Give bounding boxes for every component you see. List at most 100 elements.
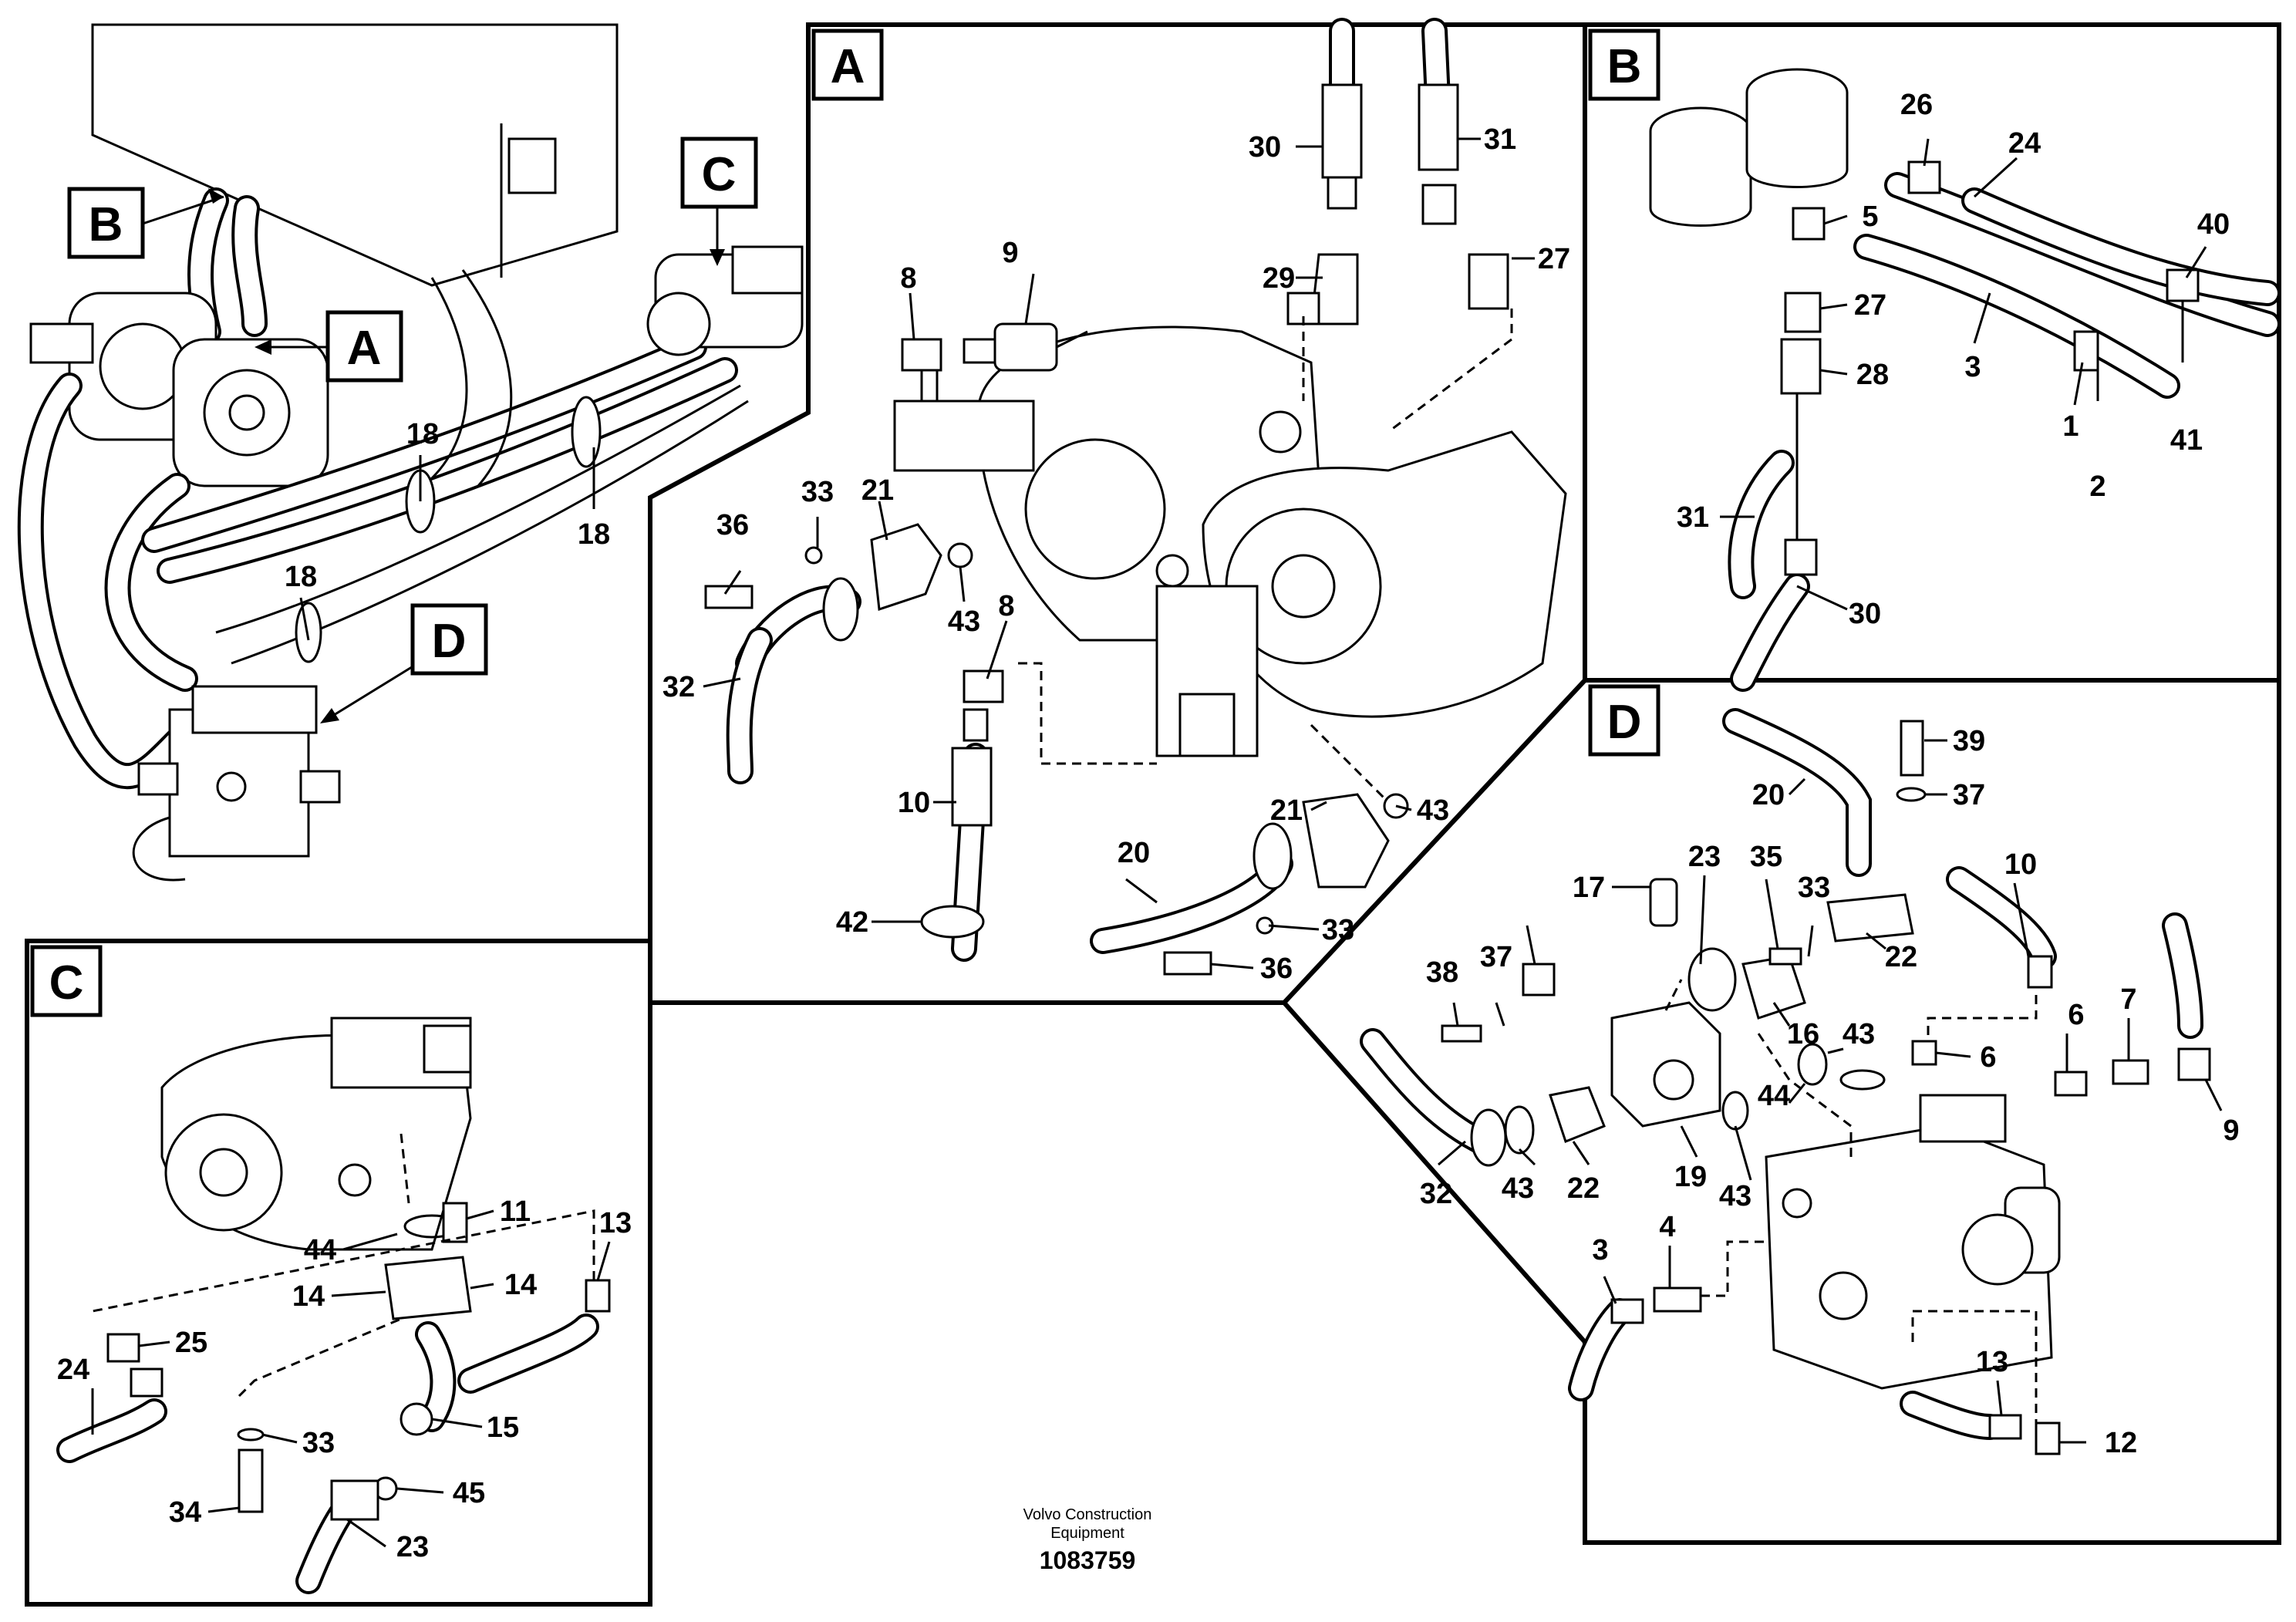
hydraulic-tank — [91, 23, 619, 287]
callout-label: 2 — [2089, 470, 2106, 503]
callout-label: 40 — [2197, 208, 2230, 241]
panel-d-callouts: 39 20 37 23 35 17 33 10 38 37 22 16 6 7 … — [1420, 725, 2240, 1459]
svg-text:A: A — [831, 40, 865, 93]
callout-label: 11 — [500, 1195, 531, 1228]
callout-label: 43 — [1719, 1180, 1752, 1212]
callout-label: 7 — [2120, 983, 2136, 1016]
callout-label: 43 — [1843, 1018, 1875, 1050]
callout-label: 10 — [2004, 848, 2037, 881]
panel-c-frame — [25, 939, 652, 1607]
callout-label: 43 — [1502, 1172, 1534, 1205]
tandem-pump — [893, 325, 1567, 757]
callout-label: 38 — [1426, 956, 1458, 989]
callout-label: 32 — [1420, 1178, 1452, 1210]
svg-text:C: C — [702, 148, 737, 201]
callout-label: 45 — [453, 1477, 485, 1509]
callout-label: 27 — [1854, 289, 1886, 322]
panel-a-illustration — [703, 18, 1567, 976]
callout-label: 24 — [2008, 127, 2041, 160]
callout-label: 15 — [487, 1411, 519, 1444]
callout-label: 3 — [1964, 351, 1981, 383]
svg-text:D: D — [1607, 696, 1642, 749]
callout-label: 25 — [175, 1327, 207, 1359]
overview-marker-c: C — [680, 137, 758, 209]
panel-d-illustration — [1360, 708, 2223, 1455]
callout-label: 14 — [504, 1269, 537, 1301]
callout-label: 39 — [1953, 725, 1985, 757]
callout-label: 20 — [1752, 779, 1785, 811]
callout-label: 42 — [836, 906, 868, 939]
callout-label: 18 — [406, 418, 439, 450]
callout-label: 41 — [2170, 424, 2203, 457]
callout-label: 31 — [1484, 123, 1516, 156]
callout-label: 33 — [302, 1427, 335, 1459]
callout-label: 19 — [1674, 1161, 1707, 1193]
panel-frames — [25, 22, 2281, 1607]
callout-label: 32 — [663, 671, 695, 703]
footer-brand-line2: Equipment — [1050, 1525, 1124, 1542]
panel-d-label: D — [1588, 684, 1660, 757]
panel-a-label: A — [811, 29, 884, 101]
svg-text:B: B — [1607, 40, 1642, 93]
panel-a-callouts: 30 31 9 8 29 27 33 21 36 43 8 32 10 21 4… — [663, 123, 1570, 985]
panel-b-label: B — [1588, 29, 1660, 101]
panel-b-callouts: 26 24 5 40 27 3 28 1 41 2 31 30 — [1677, 89, 2230, 630]
callout-label: 33 — [801, 476, 834, 508]
callout-label: 12 — [2105, 1427, 2137, 1459]
callout-label: 30 — [1249, 131, 1281, 164]
callout-label: 44 — [1758, 1080, 1790, 1112]
callout-label: 33 — [1322, 914, 1354, 946]
callout-label: 34 — [169, 1496, 201, 1529]
overview-callouts: 18 18 18 — [285, 418, 610, 593]
callout-label: 14 — [292, 1280, 325, 1313]
overview-pump — [29, 292, 329, 487]
callout-label: 36 — [716, 509, 749, 541]
callout-label: 23 — [1688, 841, 1721, 873]
callout-label: 10 — [898, 787, 930, 819]
callout-label: 22 — [1567, 1172, 1600, 1205]
callout-label: 18 — [578, 518, 610, 551]
overview-illustration — [17, 23, 804, 882]
callout-label: 44 — [304, 1234, 336, 1266]
overview-small-pump — [646, 245, 804, 356]
svg-text:C: C — [49, 956, 84, 1010]
panel-b-illustration — [1649, 68, 2281, 692]
callout-label: 28 — [1856, 359, 1889, 391]
callout-label: 35 — [1750, 841, 1782, 873]
svg-text:B: B — [89, 198, 123, 251]
callout-label: 1 — [2062, 410, 2079, 443]
callout-label: 23 — [396, 1531, 429, 1563]
callout-label: 3 — [1592, 1234, 1608, 1266]
callout-label: 13 — [599, 1207, 632, 1239]
svg-text:D: D — [432, 615, 467, 668]
callout-label: 17 — [1573, 872, 1605, 904]
callout-label: 43 — [1417, 794, 1449, 827]
callout-label: 8 — [900, 262, 916, 295]
callout-label: 6 — [1980, 1041, 1996, 1074]
footer-brand-line1: Volvo Construction — [1023, 1506, 1152, 1523]
callout-label: 27 — [1538, 243, 1570, 275]
panel-c-illustration — [56, 1017, 611, 1594]
panel-d-frame — [1280, 678, 2281, 1545]
callout-label: 29 — [1263, 262, 1295, 295]
callout-label: 37 — [1480, 941, 1512, 973]
footer-drawing-number: 1083759 — [1040, 1546, 1136, 1574]
callout-label: 9 — [2223, 1114, 2239, 1147]
footer-block: Volvo Construction Equipment 1083759 — [1023, 1506, 1152, 1574]
callout-label: 5 — [1862, 201, 1878, 233]
callout-label: 13 — [1976, 1346, 2008, 1378]
callout-label: 9 — [1002, 237, 1018, 269]
panel-c-callouts: 11 13 44 14 14 25 24 33 15 34 45 23 — [57, 1195, 632, 1563]
callout-label: 4 — [1659, 1211, 1675, 1243]
callout-label: 24 — [57, 1354, 89, 1386]
callout-label: 30 — [1849, 598, 1881, 630]
callout-label: 20 — [1118, 837, 1150, 869]
overview-marker-d: D — [410, 603, 488, 676]
callout-label: 21 — [861, 474, 894, 507]
svg-text:A: A — [347, 322, 382, 375]
callout-label: 37 — [1953, 779, 1985, 811]
callout-label: 33 — [1798, 872, 1830, 904]
callout-label: 21 — [1270, 794, 1303, 827]
panel-c-label: C — [30, 945, 103, 1017]
callout-label: 43 — [948, 605, 980, 638]
